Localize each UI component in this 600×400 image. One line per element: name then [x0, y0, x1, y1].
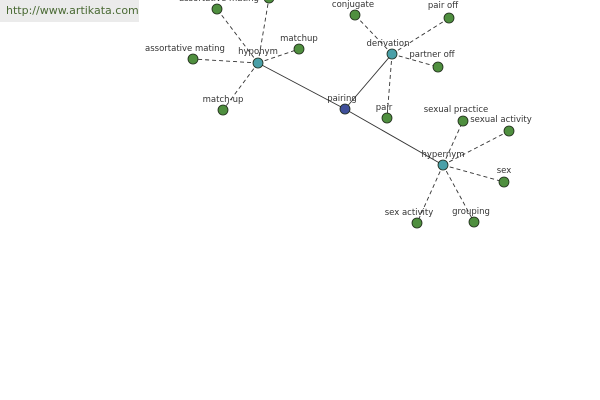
- node-conjugate[interactable]: [349, 9, 361, 21]
- edge-hypernym-to-sex: [442, 164, 505, 183]
- edge-derivation-to-partner-off: [391, 53, 439, 68]
- node-pairing[interactable]: [339, 103, 351, 115]
- node-partner-off[interactable]: [432, 61, 444, 73]
- node-label-matchup-1[interactable]: matchup: [280, 34, 318, 44]
- node-matchup-1[interactable]: [293, 43, 305, 55]
- node-hypernym[interactable]: [437, 159, 449, 171]
- edge-hypernym-to-sexual-activity: [442, 130, 510, 166]
- node-pair-off[interactable]: [443, 12, 455, 24]
- node-label-sexual-activity[interactable]: sexual activity: [470, 115, 532, 125]
- node-label-assortative-mating-top[interactable]: assortative mating: [179, 0, 259, 4]
- node-label-pairing[interactable]: pairing: [327, 94, 357, 104]
- edge-hyponym-to-assortative-mating: [192, 58, 259, 64]
- node-label-hyponym[interactable]: hyponym: [238, 47, 278, 57]
- edge-hyponym-to-hyponym-top-leaf: [257, 0, 270, 64]
- node-label-derivation[interactable]: derivation: [366, 39, 409, 49]
- node-label-pair[interactable]: pair: [376, 103, 393, 113]
- edge-derivation-to-pair-off: [391, 17, 450, 55]
- edges-layer: [192, 0, 510, 224]
- node-label-conjugate[interactable]: conjugate: [332, 0, 374, 10]
- labels-layer: pairing hyponym derivation hypernym assortat…: [145, 0, 532, 218]
- node-hyponym[interactable]: [252, 57, 264, 69]
- node-label-sexual-practice[interactable]: sexual practice: [424, 105, 489, 115]
- node-sex[interactable]: [498, 176, 510, 188]
- edge-hypernym-to-sexual-practice: [442, 120, 464, 166]
- edge-hyponym-to-assortative-mating-top: [216, 8, 259, 64]
- node-label-hypernym[interactable]: hypernym: [421, 150, 464, 160]
- node-derivation[interactable]: [386, 48, 398, 60]
- node-pair[interactable]: [381, 112, 393, 124]
- node-label-match-up[interactable]: match-up: [203, 95, 244, 105]
- node-label-partner-off[interactable]: partner off: [409, 50, 455, 60]
- node-sexual-practice[interactable]: [457, 115, 469, 127]
- node-grouping[interactable]: [468, 216, 480, 228]
- node-hyponym-top-leaf[interactable]: [263, 0, 275, 4]
- node-label-assortative-mating[interactable]: assortative mating: [145, 44, 225, 54]
- edge-pairing-to-hypernym: [344, 108, 444, 166]
- edge-hyponym-to-matchup-1: [257, 48, 300, 64]
- node-label-grouping[interactable]: grouping: [452, 207, 490, 217]
- node-sexual-activity[interactable]: [503, 125, 515, 137]
- edge-derivation-to-conjugate: [354, 14, 393, 55]
- edge-hypernym-to-grouping: [442, 164, 475, 223]
- edge-pairing-to-hyponym: [257, 62, 346, 110]
- node-sex-activity[interactable]: [411, 217, 423, 229]
- node-label-pair-off[interactable]: pair off: [428, 1, 459, 11]
- edge-pairing-to-derivation: [344, 53, 393, 110]
- nodes-layer: [187, 0, 515, 229]
- edge-hypernym-to-sex-activity: [416, 164, 444, 224]
- node-assortative-mating[interactable]: [187, 53, 199, 65]
- edge-derivation-to-pair: [386, 53, 393, 119]
- node-label-sex[interactable]: sex: [497, 166, 512, 176]
- source-url-banner[interactable]: http://www.artikata.com: [0, 0, 139, 22]
- edge-hyponym-to-match-up: [222, 62, 259, 111]
- node-label-sex-activity[interactable]: sex activity: [385, 208, 434, 218]
- node-assortative-mating-top[interactable]: [211, 3, 223, 15]
- node-match-up[interactable]: [217, 104, 229, 116]
